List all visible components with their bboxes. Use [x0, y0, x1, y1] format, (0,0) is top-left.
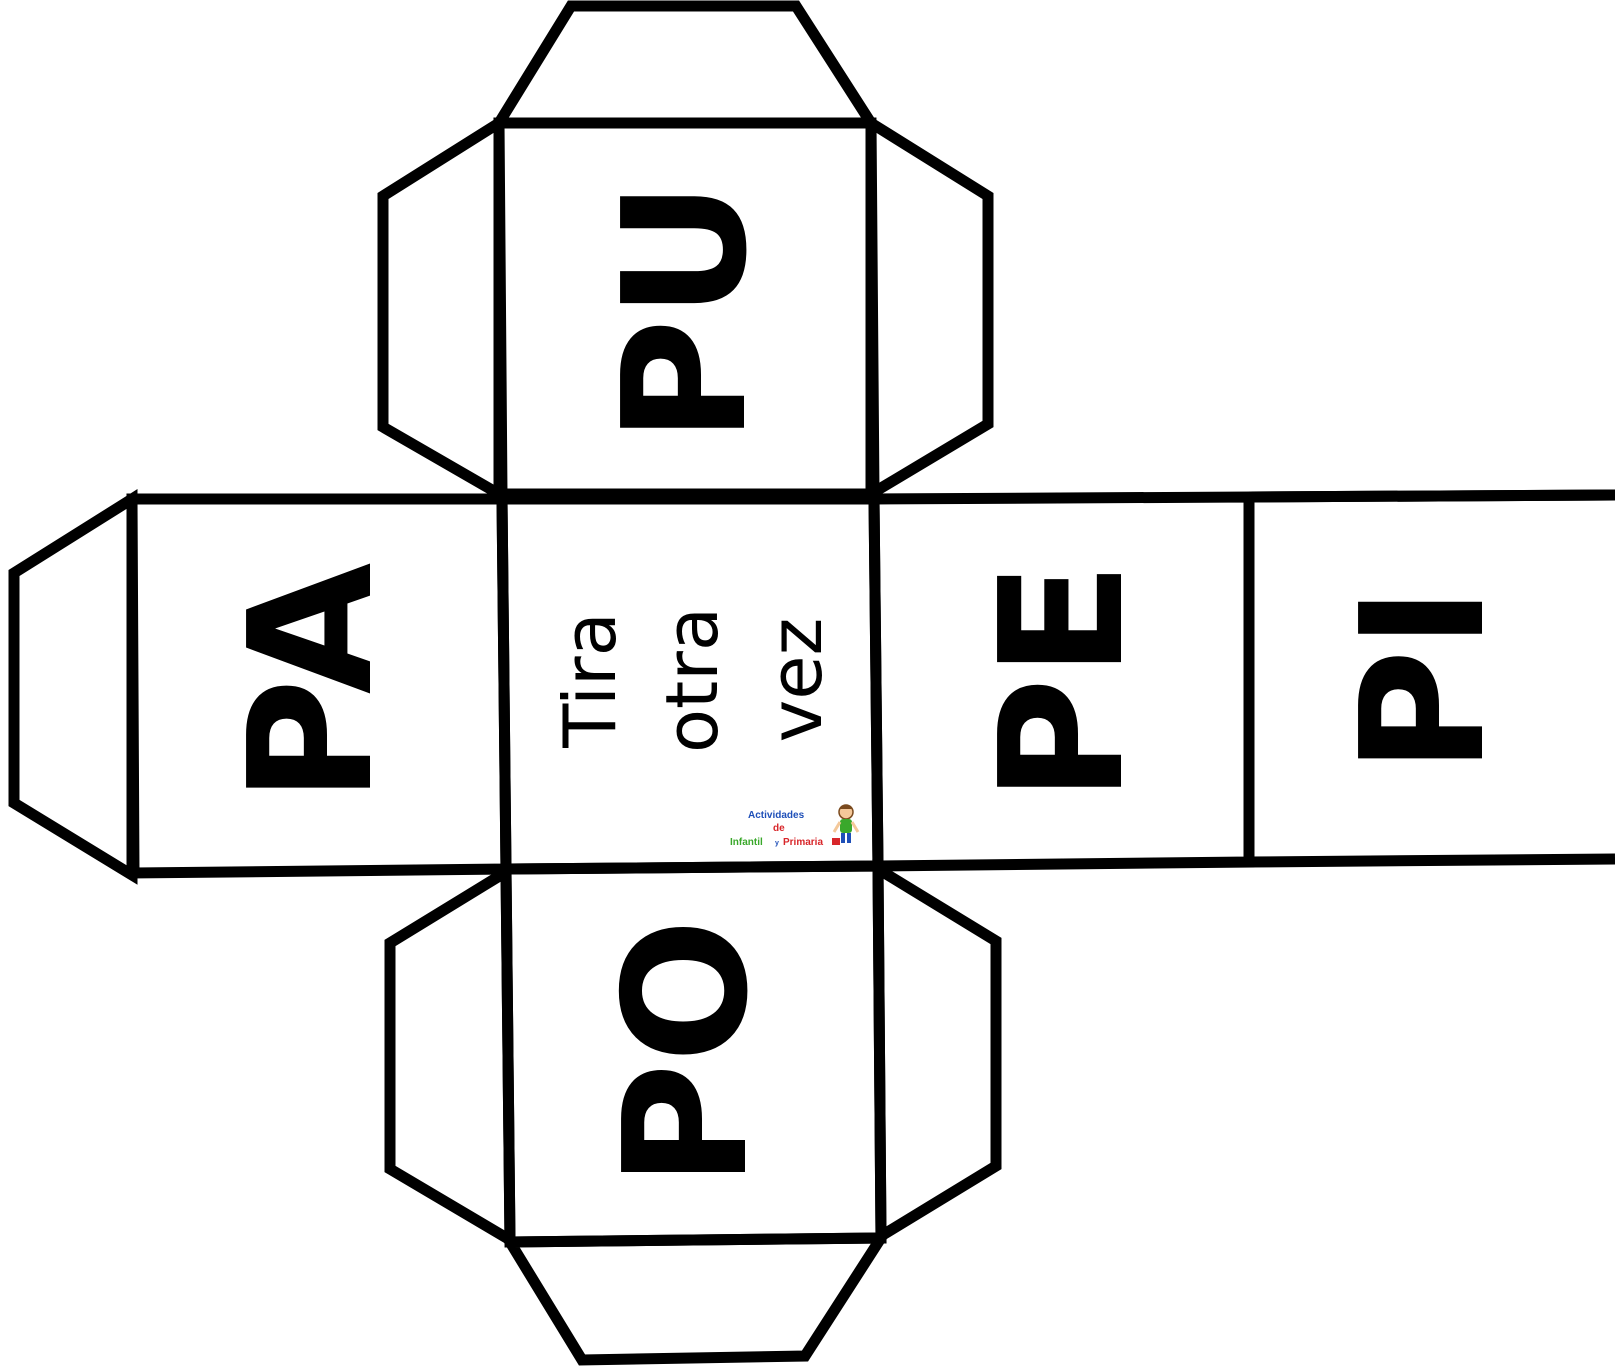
center-line-2: otra — [650, 607, 734, 753]
logo-line-2: de — [773, 823, 785, 834]
logo-line-3a: Infantil — [730, 837, 763, 848]
logo-line-3b: y — [775, 840, 779, 847]
center-line-1: Tira — [548, 612, 632, 749]
bottom-right-flap — [878, 869, 996, 1236]
center-line-3: vez — [754, 618, 838, 743]
face-bottom-label: PO — [588, 918, 786, 1187]
child-figure-icon — [832, 805, 858, 846]
face-far-right-top — [1249, 495, 1615, 497]
bottom-flap — [510, 1238, 881, 1360]
face-left-label: PA — [213, 563, 411, 804]
top-left-flap — [383, 123, 499, 494]
face-right-label: PE — [964, 562, 1162, 803]
brand-logo: Actividades de Infantil y Primaria — [730, 805, 858, 849]
face-far-right-label: PI — [1325, 586, 1523, 774]
logo-line-3c: Primaria — [783, 837, 823, 848]
face-top-label: PU — [587, 181, 785, 444]
face-far-right-bottom — [1249, 859, 1615, 862]
top-flap — [499, 6, 871, 123]
bottom-left-flap — [390, 872, 510, 1240]
top-right-flap — [871, 123, 988, 494]
logo-line-1: Actividades — [748, 810, 805, 821]
left-end-flap — [14, 499, 132, 875]
